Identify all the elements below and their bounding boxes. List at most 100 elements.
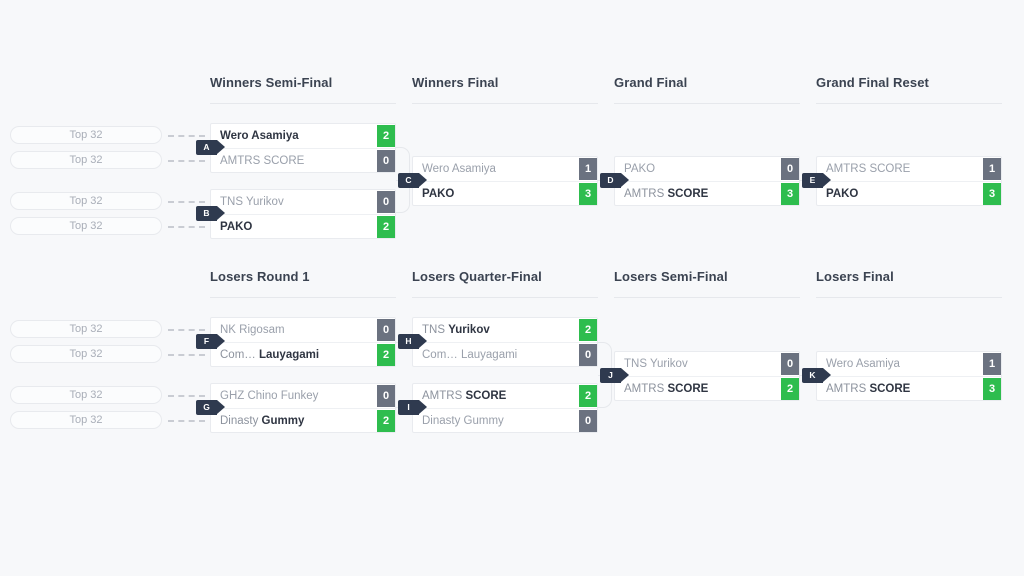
match-row[interactable]: TNS Yurikov 2 bbox=[413, 318, 597, 342]
seed-pill[interactable]: Top 32 bbox=[10, 345, 162, 363]
match-card-f[interactable]: NK Rigosam 0 Com… Lauyagami 2 bbox=[210, 317, 396, 367]
match-row[interactable]: AMTRS SCORE 1 bbox=[817, 157, 1001, 181]
match-row[interactable]: PAKO 0 bbox=[615, 157, 799, 181]
competitor-main: Wero Asamiya bbox=[220, 130, 299, 142]
match-badge-h[interactable]: H bbox=[398, 334, 427, 349]
score-box: 0 bbox=[579, 343, 597, 366]
match-badge-e[interactable]: E bbox=[802, 173, 831, 188]
competitor-prefix: AMTRS bbox=[624, 382, 668, 395]
score-box: 0 bbox=[579, 409, 597, 432]
match-row[interactable]: AMTRS SCORE 2 bbox=[615, 376, 799, 400]
seed-pill[interactable]: Top 32 bbox=[10, 192, 162, 210]
match-badge-g[interactable]: G bbox=[196, 400, 225, 415]
match-row[interactable]: Dinasty Gummy 2 bbox=[211, 408, 395, 432]
feeder-line bbox=[168, 395, 205, 397]
round-title: Winners Final bbox=[412, 75, 499, 90]
seed-pill[interactable]: Top 32 bbox=[10, 386, 162, 404]
seed-pill[interactable]: Top 32 bbox=[10, 151, 162, 169]
competitor-prefix: Com… bbox=[220, 348, 259, 361]
score-box: 0 bbox=[377, 385, 395, 407]
score-box: 0 bbox=[377, 149, 395, 172]
competitor-name: NK Rigosam bbox=[220, 324, 377, 336]
round-divider bbox=[816, 297, 1002, 298]
match-row[interactable]: TNS Yurikov 0 bbox=[615, 352, 799, 376]
competitor-name: TNS Yurikov bbox=[220, 196, 377, 208]
competitor-main: Com… Lauyagami bbox=[422, 348, 518, 361]
score-box: 1 bbox=[579, 158, 597, 180]
match-badge-c[interactable]: C bbox=[398, 173, 427, 188]
seed-pill[interactable]: Top 32 bbox=[10, 217, 162, 235]
match-badge-d[interactable]: D bbox=[600, 173, 629, 188]
competitor-main: SCORE bbox=[667, 382, 709, 395]
competitor-name: AMTRS SCORE bbox=[422, 390, 579, 402]
match-card-e[interactable]: AMTRS SCORE 1 PAKO 3 bbox=[816, 156, 1002, 206]
round-header-losers-round-1: Losers Round 1 bbox=[210, 269, 396, 298]
competitor-prefix: AMTRS bbox=[826, 382, 870, 395]
score-box: 2 bbox=[377, 343, 395, 366]
score-box: 2 bbox=[579, 385, 597, 407]
competitor-main: TNS Yurikov bbox=[220, 196, 284, 208]
score-box: 3 bbox=[983, 377, 1001, 400]
match-card-g[interactable]: GHZ Chino Funkey 0 Dinasty Gummy 2 bbox=[210, 383, 396, 433]
competitor-name: GHZ Chino Funkey bbox=[220, 390, 377, 402]
competitor-name: TNS Yurikov bbox=[422, 324, 579, 336]
match-row[interactable]: Com… Lauyagami 2 bbox=[211, 342, 395, 366]
match-card-j[interactable]: TNS Yurikov 0 AMTRS SCORE 2 bbox=[614, 351, 800, 401]
match-row[interactable]: PAKO 3 bbox=[413, 181, 597, 205]
match-badge-i[interactable]: I bbox=[398, 400, 427, 415]
competitor-main: Wero Asamiya bbox=[826, 358, 900, 370]
score-box: 2 bbox=[377, 215, 395, 238]
match-card-b[interactable]: TNS Yurikov 0 PAKO 2 bbox=[210, 189, 396, 239]
score-box: 2 bbox=[579, 319, 597, 341]
match-card-i[interactable]: AMTRS SCORE 2 Dinasty Gummy 0 bbox=[412, 383, 598, 433]
match-badge-b[interactable]: B bbox=[196, 206, 225, 221]
match-card-h[interactable]: TNS Yurikov 2 Com… Lauyagami 0 bbox=[412, 317, 598, 367]
competitor-main: GHZ Chino Funkey bbox=[220, 390, 319, 402]
feeder-line bbox=[168, 420, 205, 422]
round-header-winners-final: Winners Final bbox=[412, 75, 598, 104]
round-header-losers-final: Losers Final bbox=[816, 269, 1002, 298]
match-badge-k[interactable]: K bbox=[802, 368, 831, 383]
match-row[interactable]: TNS Yurikov 0 bbox=[211, 190, 395, 214]
seed-pill[interactable]: Top 32 bbox=[10, 126, 162, 144]
match-row[interactable]: Com… Lauyagami 0 bbox=[413, 342, 597, 366]
feeder-line bbox=[168, 201, 205, 203]
competitor-name: Dinasty Gummy bbox=[422, 415, 579, 427]
seed-pill[interactable]: Top 32 bbox=[10, 411, 162, 429]
match-badge-a[interactable]: A bbox=[196, 140, 225, 155]
competitor-name: Dinasty Gummy bbox=[220, 415, 377, 427]
competitor-prefix: AMTRS bbox=[624, 187, 668, 200]
match-row[interactable]: AMTRS SCORE 0 bbox=[211, 148, 395, 172]
round-divider bbox=[614, 297, 800, 298]
match-row[interactable]: Wero Asamiya 2 bbox=[211, 124, 395, 148]
match-row[interactable]: AMTRS SCORE 3 bbox=[615, 181, 799, 205]
match-row[interactable]: PAKO 3 bbox=[817, 181, 1001, 205]
round-title: Grand Final Reset bbox=[816, 75, 929, 90]
match-badge-f[interactable]: F bbox=[196, 334, 225, 349]
match-row[interactable]: NK Rigosam 0 bbox=[211, 318, 395, 342]
score-box: 2 bbox=[781, 377, 799, 400]
competitor-main: PAKO bbox=[422, 187, 455, 200]
competitor-main: SCORE bbox=[465, 390, 507, 402]
match-card-d[interactable]: PAKO 0 AMTRS SCORE 3 bbox=[614, 156, 800, 206]
match-badge-j[interactable]: J bbox=[600, 368, 629, 383]
competitor-main: AMTRS SCORE bbox=[220, 154, 305, 167]
seed-pill[interactable]: Top 32 bbox=[10, 320, 162, 338]
match-row[interactable]: PAKO 2 bbox=[211, 214, 395, 238]
match-card-c[interactable]: Wero Asamiya 1 PAKO 3 bbox=[412, 156, 598, 206]
match-row[interactable]: AMTRS SCORE 2 bbox=[413, 384, 597, 408]
match-card-a[interactable]: Wero Asamiya 2 AMTRS SCORE 0 bbox=[210, 123, 396, 173]
competitor-name: AMTRS SCORE bbox=[624, 383, 781, 395]
match-card-k[interactable]: Wero Asamiya 1 AMTRS SCORE 3 bbox=[816, 351, 1002, 401]
competitor-prefix: TNS bbox=[422, 324, 449, 336]
match-row[interactable]: Dinasty Gummy 0 bbox=[413, 408, 597, 432]
score-box: 2 bbox=[377, 125, 395, 147]
competitor-main: SCORE bbox=[667, 187, 709, 200]
match-row[interactable]: Wero Asamiya 1 bbox=[817, 352, 1001, 376]
competitor-prefix: Dinasty bbox=[220, 414, 262, 427]
match-row[interactable]: AMTRS SCORE 3 bbox=[817, 376, 1001, 400]
round-title: Grand Final bbox=[614, 75, 688, 90]
score-box: 3 bbox=[983, 182, 1001, 205]
match-row[interactable]: GHZ Chino Funkey 0 bbox=[211, 384, 395, 408]
match-row[interactable]: Wero Asamiya 1 bbox=[413, 157, 597, 181]
